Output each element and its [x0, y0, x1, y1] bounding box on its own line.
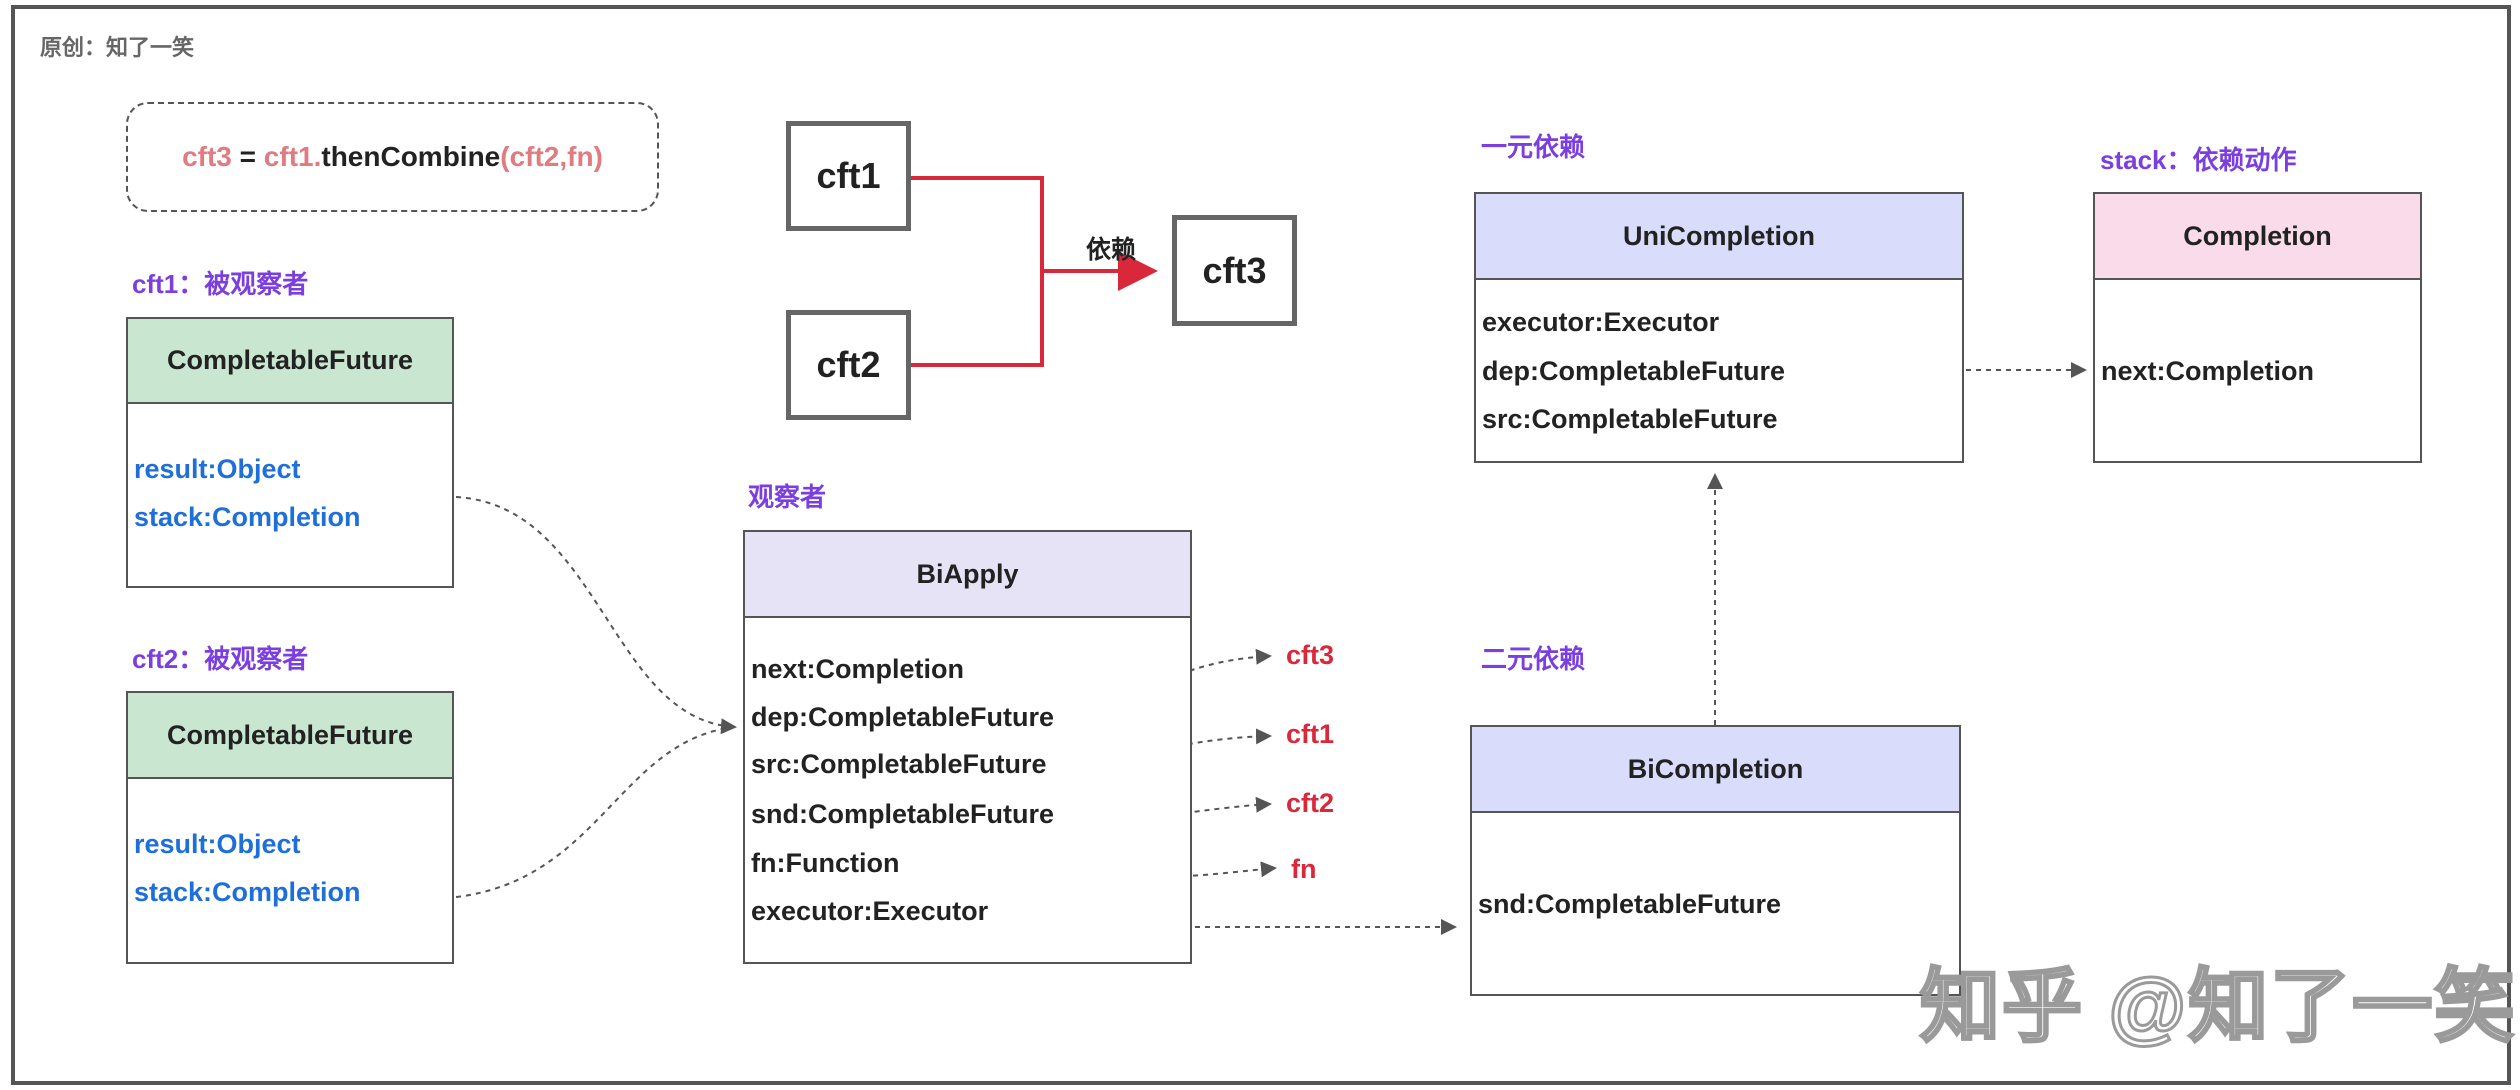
formula-box: cft3 = cft1. thenCombine (cft2,fn) [126, 102, 659, 212]
watermark: 知乎 @知了一笑 [1918, 961, 2517, 1053]
bicompletion-class-box: BiCompletion snd:CompletableFuture [1470, 725, 1961, 996]
completion-class-box: Completion next:Completion [2093, 192, 2422, 463]
biapply-field-dep: dep:CompletableFuture [751, 702, 1055, 732]
cft1-field-stack: stack:Completion [134, 502, 361, 532]
bi-field-snd: snd:CompletableFuture [1478, 889, 1782, 919]
author-note: 原创：知了一笑 [40, 35, 195, 60]
uni-label: 一元依赖 [1481, 132, 1586, 162]
cft1-label: cft1：被观察者 [132, 269, 309, 299]
cft2-field-stack: stack:Completion [134, 877, 361, 907]
formula-args: (cft2,fn) [500, 141, 603, 172]
formula-result: cft3 [182, 141, 232, 172]
biapply-class-box: BiApply next:Completion dep:CompletableF… [743, 530, 1192, 964]
node-cft2: cft2 [786, 310, 911, 420]
completion-class-header: Completion [2095, 194, 2420, 280]
cft2-field-result: result:Object [134, 829, 301, 859]
biapply-field-executor: executor:Executor [751, 896, 989, 926]
target-cft1: cft1 [1286, 719, 1335, 749]
biapply-field-next: next:Completion [751, 654, 964, 684]
bi-label: 二元依赖 [1481, 644, 1586, 674]
uni-field-dep: dep:CompletableFuture [1482, 356, 1786, 386]
cft1-class-box: CompletableFuture result:Object stack:Co… [126, 317, 454, 588]
biapply-field-src: src:CompletableFuture [751, 749, 1047, 779]
cft1-class-header: CompletableFuture [128, 319, 452, 404]
completion-field-next: next:Completion [2101, 356, 2314, 386]
diagram-frame [11, 5, 2511, 1085]
cft2-class-header: CompletableFuture [128, 693, 452, 779]
dependency-edges [911, 176, 1158, 367]
uni-field-executor: executor:Executor [1482, 307, 1720, 337]
node-cft1: cft1 [786, 121, 911, 231]
cft2-class-box: CompletableFuture result:Object stack:Co… [126, 691, 454, 964]
target-cft2: cft2 [1286, 788, 1335, 818]
formula-equals: = [231, 141, 264, 172]
biapply-class-header: BiApply [745, 532, 1190, 618]
formula-receiver: cft1. [263, 141, 322, 172]
unicompletion-class-box: UniCompletion executor:Executor dep:Comp… [1474, 192, 1964, 463]
cft2-label: cft2：被观察者 [132, 644, 309, 674]
link-cft1-stack [455, 496, 737, 735]
completion-label: stack：依赖动作 [2100, 145, 2297, 175]
edge-label: 依赖 [1086, 236, 1137, 264]
unicompletion-class-header: UniCompletion [1476, 194, 1962, 280]
link-cft2-stack [455, 726, 736, 898]
target-fn: fn [1291, 854, 1317, 884]
biapply-field-fn: fn:Function [751, 848, 900, 878]
bicompletion-class-header: BiCompletion [1472, 727, 1959, 813]
cft1-field-result: result:Object [134, 454, 301, 484]
node-cft3: cft3 [1172, 215, 1297, 326]
biapply-field-snd: snd:CompletableFuture [751, 799, 1055, 829]
target-cft3: cft3 [1286, 640, 1335, 670]
observer-label: 观察者 [748, 482, 827, 512]
edge-cft1 [911, 176, 1044, 367]
formula-method: thenCombine [321, 141, 501, 172]
uni-field-src: src:CompletableFuture [1482, 404, 1778, 434]
